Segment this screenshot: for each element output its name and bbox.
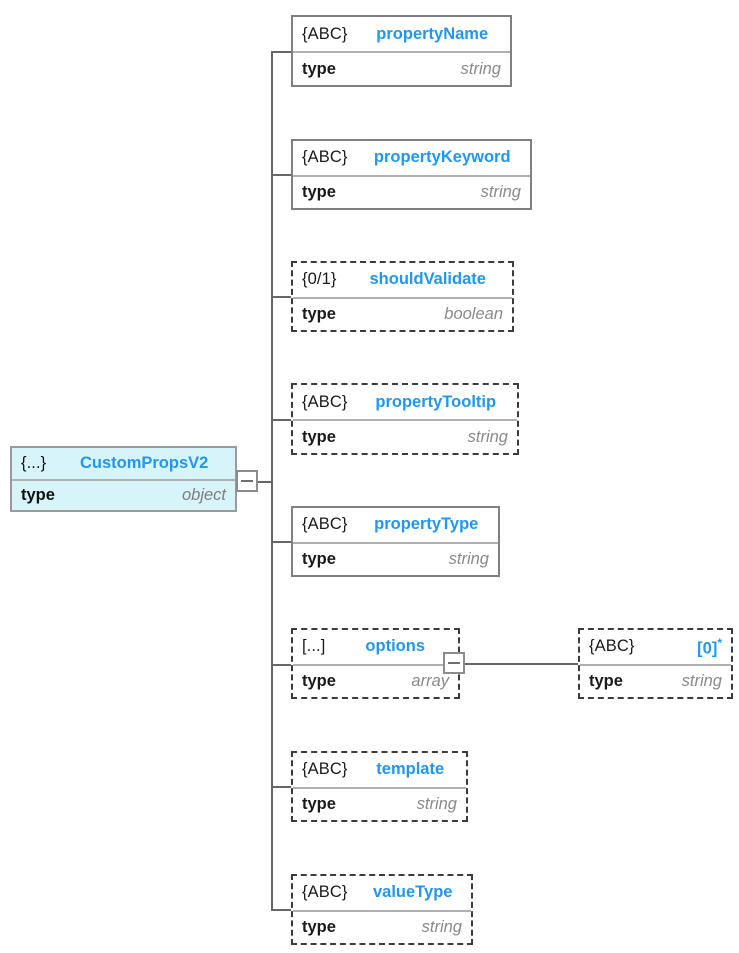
- node-header-row: {0/1} shouldValidate: [293, 263, 512, 297]
- node-type-row: type object: [12, 479, 235, 510]
- node-header-row: {ABC} valueType: [293, 876, 471, 910]
- type-value-label: string: [416, 794, 457, 813]
- property-name-label: CustomPropsV2: [79, 454, 209, 472]
- type-key-label: type: [302, 794, 336, 813]
- type-value-label: string: [460, 59, 501, 78]
- node-root-CustomPropsV2[interactable]: {...} CustomPropsV2 type object: [10, 446, 237, 512]
- type-key-label: type: [302, 182, 336, 201]
- node-propertyTooltip[interactable]: {ABC} propertyTooltip type string: [291, 383, 519, 455]
- kind-icon-object: {...}: [21, 454, 47, 472]
- property-name-label: options: [365, 637, 425, 656]
- node-type-row: type string: [293, 786, 466, 821]
- node-propertyKeyword[interactable]: {ABC} propertyKeyword type string: [291, 139, 532, 210]
- property-name-label: template: [376, 760, 445, 779]
- type-value-label: string: [448, 549, 489, 568]
- options-to-arrayitem-line: [462, 663, 580, 665]
- kind-icon-array: [...]: [302, 637, 326, 656]
- branch-line-8: [271, 909, 293, 911]
- type-value-label: string: [480, 182, 521, 201]
- type-key-label: type: [302, 304, 336, 323]
- type-value-label: object: [181, 486, 226, 504]
- type-key-label: type: [302, 549, 336, 568]
- kind-icon-boolean: {0/1}: [302, 270, 337, 289]
- kind-icon-string: {ABC}: [302, 24, 348, 43]
- node-type-row: type string: [293, 419, 517, 453]
- node-shouldValidate[interactable]: {0/1} shouldValidate type boolean: [291, 261, 514, 332]
- collapse-toggle-root[interactable]: [236, 470, 258, 492]
- kind-icon-string: {ABC}: [302, 392, 348, 411]
- node-type-row: type string: [580, 663, 731, 698]
- kind-icon-string: {ABC}: [302, 760, 348, 779]
- kind-icon-string: {ABC}: [302, 148, 348, 167]
- type-key-label: type: [302, 917, 336, 936]
- node-propertyName[interactable]: {ABC} propertyName type string: [291, 15, 512, 87]
- node-template[interactable]: {ABC} template type string: [291, 751, 468, 822]
- type-value-label: string: [681, 671, 722, 690]
- node-header-row: {...} CustomPropsV2: [12, 448, 235, 479]
- type-value-label: array: [411, 671, 449, 690]
- collapse-toggle-options[interactable]: [443, 652, 465, 674]
- kind-icon-string: {ABC}: [302, 883, 348, 902]
- type-value-label: string: [421, 917, 462, 936]
- property-name-label: propertyKeyword: [373, 148, 511, 167]
- branch-line-5: [271, 541, 293, 543]
- node-header-row: {ABC} propertyKeyword: [293, 141, 530, 175]
- node-header-row: {ABC} propertyTooltip: [293, 385, 517, 419]
- property-name-label: propertyType: [374, 515, 479, 534]
- type-value-label: boolean: [444, 304, 503, 323]
- type-value-label: string: [467, 427, 508, 446]
- node-type-row: type boolean: [293, 296, 512, 331]
- node-array-item-0[interactable]: {ABC} [0]* type string: [578, 628, 733, 699]
- property-name-label: shouldValidate: [369, 270, 486, 289]
- branch-line-1: [271, 51, 293, 53]
- type-key-label: type: [302, 59, 336, 78]
- node-header-row: [...] options: [293, 630, 458, 664]
- node-header-row: {ABC} propertyType: [293, 508, 498, 542]
- array-index-label: [0]*: [697, 635, 722, 658]
- kind-icon-string: {ABC}: [589, 637, 635, 656]
- type-key-label: type: [302, 427, 336, 446]
- node-header-row: {ABC} [0]*: [580, 630, 731, 664]
- node-options[interactable]: [...] options type array: [291, 628, 460, 699]
- property-name-label: valueType: [372, 883, 453, 902]
- node-type-row: type array: [293, 663, 458, 698]
- toggle-to-trunk-line: [258, 481, 273, 483]
- type-key-label: type: [589, 671, 623, 690]
- required-asterisk: *: [717, 635, 722, 650]
- property-name-label: propertyTooltip: [375, 392, 497, 411]
- node-type-row: type string: [293, 909, 471, 944]
- node-type-row: type string: [293, 51, 510, 85]
- property-name-label: propertyName: [376, 24, 489, 43]
- branch-line-2: [271, 174, 293, 176]
- node-valueType[interactable]: {ABC} valueType type string: [291, 874, 473, 945]
- node-type-row: type string: [293, 174, 530, 209]
- type-key-label: type: [302, 671, 336, 690]
- node-propertyType[interactable]: {ABC} propertyType type string: [291, 506, 500, 577]
- type-key-label: type: [21, 486, 55, 504]
- branch-line-4: [271, 419, 293, 421]
- node-header-row: {ABC} propertyName: [293, 17, 510, 51]
- node-type-row: type string: [293, 541, 498, 576]
- branch-line-6: [271, 664, 293, 666]
- branch-line-3: [271, 296, 293, 298]
- node-header-row: {ABC} template: [293, 753, 466, 787]
- kind-icon-string: {ABC}: [302, 515, 348, 534]
- branch-line-7: [271, 786, 293, 788]
